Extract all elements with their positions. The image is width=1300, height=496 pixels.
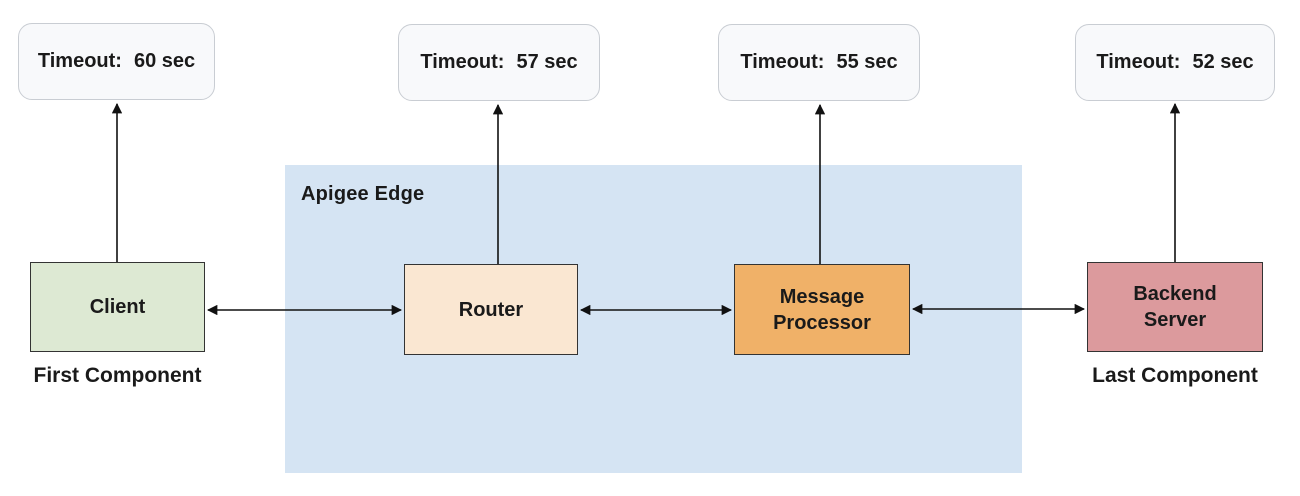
apigee-edge-container: Apigee Edge [285, 165, 1022, 473]
router-box: Router [404, 264, 578, 355]
timeout-badge-client: Timeout: 60 sec [18, 23, 215, 100]
timeout-label: Timeout: [1096, 51, 1181, 73]
timeout-badge-backend-server: Timeout: 52 sec [1075, 24, 1275, 101]
message-processor-box: Message Processor [734, 264, 910, 355]
timeout-value: 52 sec [1192, 51, 1254, 73]
backend-server-box-label: Backend Server [1133, 283, 1217, 331]
timeout-badge-message-processor: Timeout: 55 sec [718, 24, 920, 101]
timeout-value: 57 sec [516, 51, 578, 73]
client-box: Client [30, 262, 205, 352]
timeout-label: Timeout: [37, 50, 122, 72]
router-box-label: Router [458, 298, 524, 321]
last-component-caption: Last Component [1092, 364, 1258, 387]
timeout-badge-router: Timeout: 57 sec [398, 24, 600, 101]
backend-server-box: Backend Server [1087, 262, 1263, 352]
client-box-label: Client [89, 296, 146, 318]
timeout-label: Timeout: [420, 51, 505, 73]
timeout-value: 60 sec [133, 50, 196, 72]
apigee-edge-label: Apigee Edge [301, 183, 425, 205]
timeout-label: Timeout: [740, 51, 825, 73]
timeout-value: 55 sec [836, 51, 898, 73]
first-component-caption: First Component [33, 364, 202, 387]
message-processor-box-label: Message Processor [773, 285, 871, 334]
